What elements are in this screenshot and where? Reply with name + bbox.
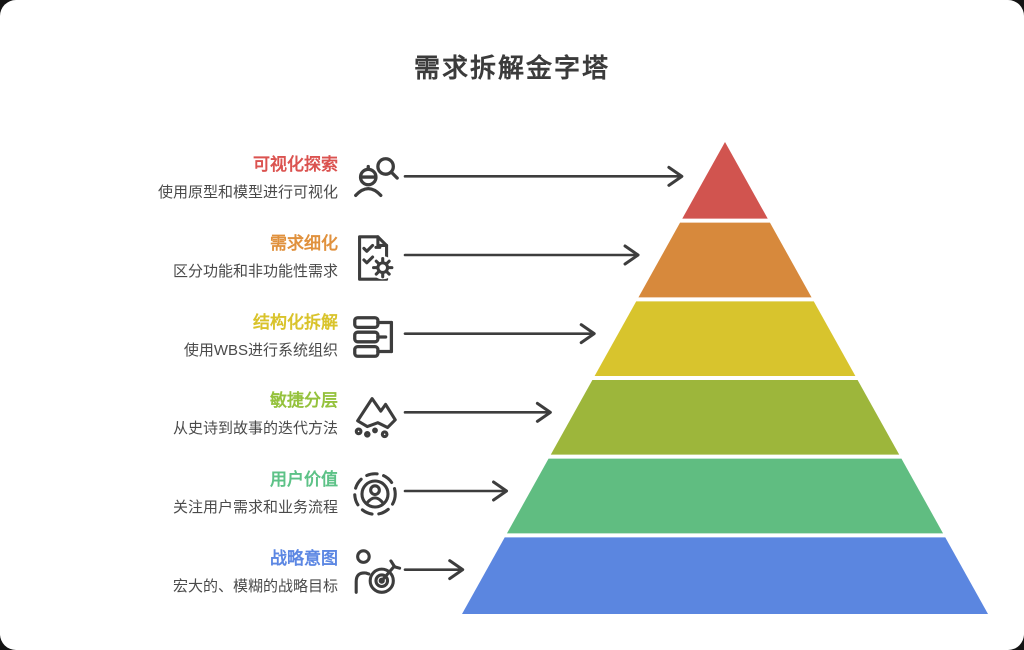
arrow-1 xyxy=(403,165,684,187)
level-description: 关注用户需求和业务流程 xyxy=(172,499,338,516)
agile-mountain-icon xyxy=(348,388,402,442)
pyramid-level-6 xyxy=(462,537,988,614)
arrow-4 xyxy=(403,401,552,423)
level-label: 敏捷分层 xyxy=(270,391,338,411)
level-text: 战略意图宏大的、模糊的战略目标 xyxy=(173,547,338,599)
level-text: 需求细化区分功能和非功能性需求 xyxy=(173,232,338,284)
level-label: 结构化拆解 xyxy=(253,312,338,332)
level-description: 宏大的、模糊的战略目标 xyxy=(172,577,338,595)
pyramid-level-1 xyxy=(682,142,768,219)
level-row-5: 用户价值关注用户需求和业务流程 xyxy=(173,466,402,522)
level-row-4: 敏捷分层从史诗到故事的迭代方法 xyxy=(173,387,402,443)
user-focus-icon xyxy=(348,467,402,521)
arrow-6 xyxy=(403,559,465,581)
arrow-5 xyxy=(403,480,509,502)
level-description: 从史诗到故事的迭代方法 xyxy=(172,420,338,438)
level-description: 区分功能和非功能性需求 xyxy=(172,263,338,280)
level-row-2: 需求细化区分功能和非功能性需求 xyxy=(173,230,402,286)
level-text: 可视化探索使用原型和模型进行可视化 xyxy=(158,153,338,205)
level-text: 用户价值关注用户需求和业务流程 xyxy=(173,468,338,520)
level-row-6: 战略意图宏大的、模糊的战略目标 xyxy=(173,545,402,601)
pyramid-level-3 xyxy=(594,301,856,376)
level-description: 使用WBS进行系统组织 xyxy=(183,341,338,359)
level-description: 使用原型和模型进行可视化 xyxy=(157,184,338,202)
level-label: 可视化探索 xyxy=(253,155,338,175)
requirements-doc-gear-icon xyxy=(348,231,402,285)
level-text: 结构化拆解使用WBS进行系统组织 xyxy=(184,311,338,363)
level-label: 战略意图 xyxy=(270,548,338,568)
page-title: 需求拆解金字塔 xyxy=(413,53,610,83)
level-text: 敏捷分层从史诗到故事的迭代方法 xyxy=(173,389,338,441)
user-search-icon xyxy=(348,152,402,206)
level-row-3: 结构化拆解使用WBS进行系统组织 xyxy=(184,309,402,365)
level-row-1: 可视化探索使用原型和模型进行可视化 xyxy=(158,151,402,207)
level-label: 用户价值 xyxy=(270,470,338,489)
wbs-structure-icon xyxy=(348,310,402,364)
pyramid-level-2 xyxy=(638,222,812,298)
person-target-icon xyxy=(348,546,402,600)
pyramid-level-5 xyxy=(506,458,944,534)
arrow-3 xyxy=(403,323,596,345)
level-label: 需求细化 xyxy=(270,234,338,253)
arrow-2 xyxy=(403,244,640,266)
pyramid-level-4 xyxy=(550,380,900,455)
